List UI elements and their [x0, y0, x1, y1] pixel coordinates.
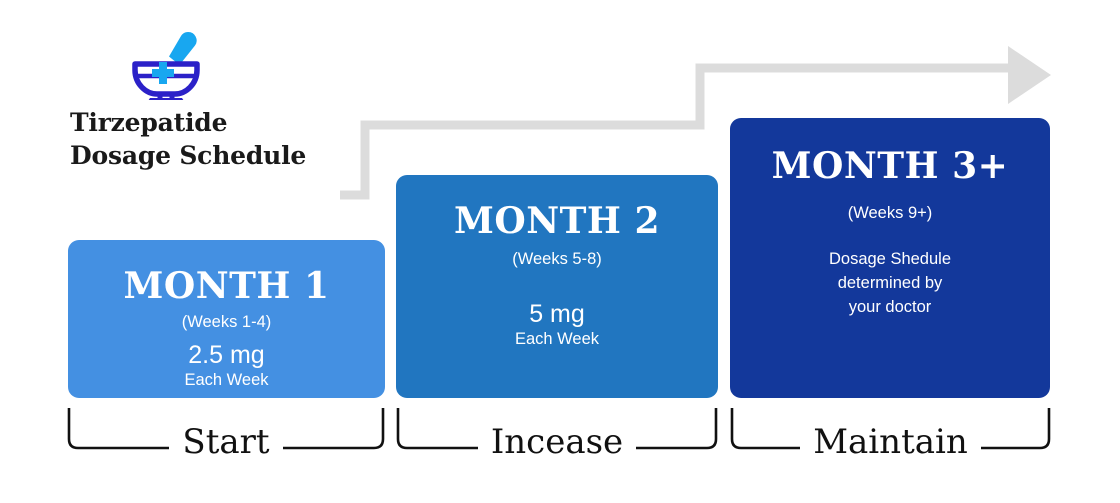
card-note: Dosage Shedule determined by your doctor	[828, 249, 951, 316]
month-card-month-2[interactable]: MONTH 2 (Weeks 5-8) 5 mg Each Week	[396, 175, 718, 398]
page-title-line-2: Dosage Schedule	[70, 141, 307, 170]
card-dose: 5 mg	[529, 299, 585, 328]
card-weeks: (Weeks 9+)	[847, 204, 933, 222]
phase-label: Incease	[477, 422, 637, 462]
card-heading: MONTH 2	[454, 200, 660, 242]
card-heading: MONTH 3+	[771, 145, 1009, 187]
page-title: Tirzepatide Dosage Schedule	[70, 106, 370, 172]
phase-label-wrap: Start	[66, 422, 386, 462]
card-frequency: Each Week	[184, 370, 269, 389]
card-weeks: (Weeks 5-8)	[512, 250, 602, 268]
card-dose: 2.5 mg	[188, 340, 265, 369]
phase-increase: Incease	[395, 405, 719, 485]
card-heading: MONTH 1	[123, 265, 330, 307]
mortar-and-pestle-icon	[132, 31, 200, 100]
phase-start: Start	[66, 405, 386, 485]
phase-label-wrap: Incease	[395, 422, 719, 462]
page-title-line-1: Tirzepatide	[70, 108, 228, 137]
phase-maintain: Maintain	[729, 405, 1052, 485]
month-card-month-1[interactable]: MONTH 1 (Weeks 1-4) 2.5 mg Each Week	[68, 240, 385, 398]
brand-block: Tirzepatide Dosage Schedule	[70, 24, 370, 172]
phase-label: Maintain	[800, 422, 981, 462]
card-weeks: (Weeks 1-4)	[181, 313, 272, 331]
phase-label: Start	[169, 422, 283, 462]
month-card-month-3[interactable]: MONTH 3+ (Weeks 9+) Dosage Shedule deter…	[730, 118, 1050, 398]
phase-label-wrap: Maintain	[729, 422, 1052, 462]
card-frequency: Each Week	[514, 329, 600, 348]
